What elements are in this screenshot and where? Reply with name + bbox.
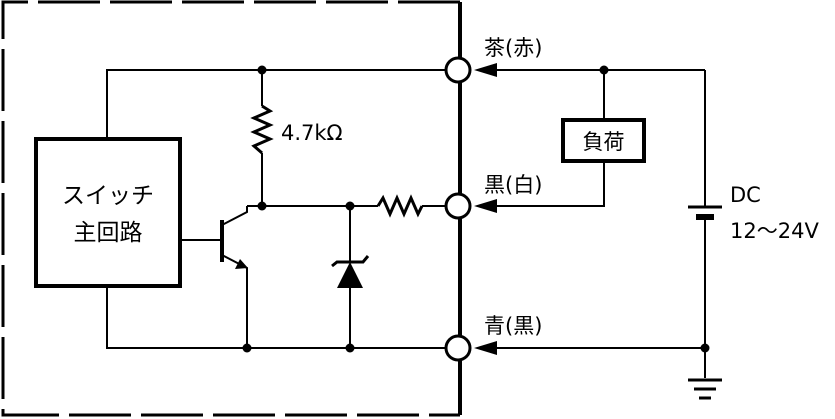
block-label-line2: 主回路 bbox=[74, 220, 143, 246]
terminal-brown bbox=[444, 56, 472, 84]
zener-diode bbox=[331, 255, 370, 288]
pullup-resistor-label: 4.7kΩ bbox=[281, 121, 343, 145]
block-label-line1: スイッチ bbox=[62, 183, 154, 209]
junction-dots bbox=[242, 65, 710, 353]
internal-wiring bbox=[106, 69, 446, 349]
supply-label-line1: DC bbox=[730, 183, 761, 207]
pullup-resistor: 4.7kΩ bbox=[250, 104, 343, 155]
terminal-black bbox=[444, 192, 472, 220]
terminal-black-label: 黒(白) bbox=[484, 173, 542, 197]
arrow-blue bbox=[474, 341, 497, 355]
arrow-brown bbox=[474, 63, 497, 77]
supply-label-line2: 12～24V bbox=[730, 219, 819, 243]
terminal-blue-label: 青(黒) bbox=[484, 314, 542, 338]
load-box: 負荷 bbox=[561, 118, 646, 163]
switch-main-circuit-block: スイッチ 主回路 bbox=[34, 137, 182, 288]
terminal-arrows bbox=[474, 63, 497, 355]
enclosure-dashed-border bbox=[1, 0, 460, 417]
external-wiring bbox=[496, 69, 706, 378]
ground-symbol bbox=[688, 378, 722, 400]
terminal-blue bbox=[444, 334, 472, 362]
output-resistor bbox=[376, 194, 424, 218]
arrow-black bbox=[474, 199, 497, 213]
load-label: 負荷 bbox=[583, 130, 625, 154]
terminal-brown-label: 茶(赤) bbox=[484, 36, 542, 60]
dc-supply-battery: DC 12～24V bbox=[688, 183, 819, 243]
npn-transistor bbox=[220, 220, 248, 269]
